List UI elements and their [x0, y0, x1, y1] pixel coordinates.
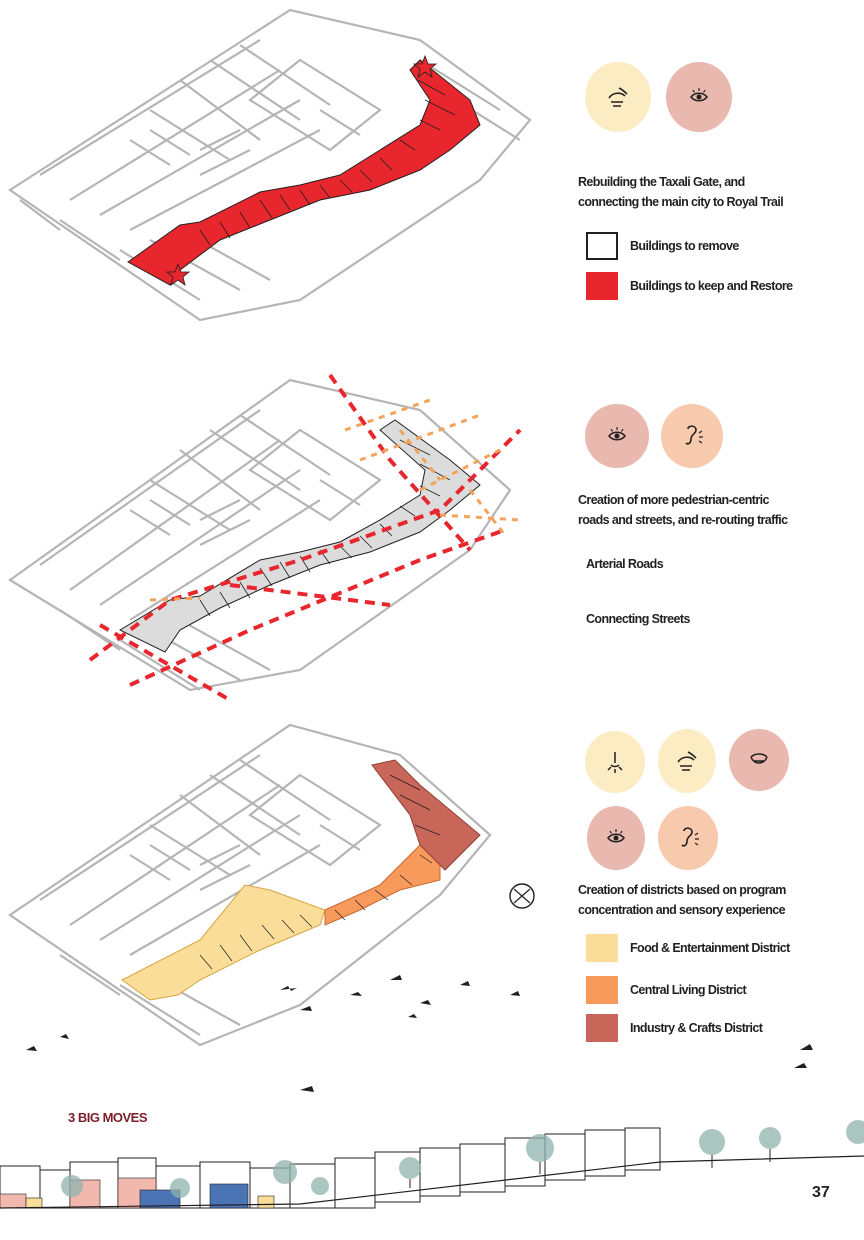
smell-icon: [598, 745, 632, 779]
sense-circle-sight: [666, 62, 732, 132]
sense-circle-sight: [585, 404, 649, 468]
hearing-icon: [675, 419, 709, 453]
legend-swatch-food: [586, 934, 618, 962]
page-number: 37: [812, 1184, 830, 1202]
sense-circle-touch: [585, 62, 651, 132]
legend-swatch-industry: [586, 1014, 618, 1042]
taste-icon: [742, 743, 776, 777]
legend-row-food: Food & Entertainment District: [586, 934, 790, 962]
move-1-caption: Rebuilding the Taxali Gate, and connecti…: [578, 172, 848, 212]
legend-label: Arterial Roads: [586, 557, 663, 571]
legend-row-connecting: Connecting Streets: [586, 612, 690, 626]
hearing-icon: [671, 821, 705, 855]
legend-label: Food & Entertainment District: [630, 941, 790, 955]
birds-silhouettes: [26, 975, 520, 1051]
move-2-caption: Creation of more pedestrian-centric road…: [578, 490, 848, 530]
legend-label: Connecting Streets: [586, 612, 690, 626]
sense-circle-hearing: [661, 404, 723, 468]
birds-silhouettes: [780, 1040, 840, 1080]
legend-row-keep: Buildings to keep and Restore: [586, 272, 793, 300]
legend-row-arterial: Arterial Roads: [586, 557, 663, 571]
birds-silhouettes: [290, 1080, 330, 1110]
sight-icon: [682, 80, 716, 114]
caption-line: connecting the main city to Royal Trail: [578, 192, 848, 212]
caption-line: concentration and sensory experience: [578, 900, 848, 920]
caption-line: roads and streets, and re-routing traffi…: [578, 510, 848, 530]
taxali-trail: [128, 60, 480, 285]
map-move-2: [0, 360, 560, 720]
arterial-roads: [90, 375, 520, 700]
context-streets: [10, 380, 510, 690]
legend-row-industry: Industry & Crafts District: [586, 1014, 762, 1042]
sense-circle-taste: [729, 729, 789, 791]
legend-row-remove: Buildings to remove: [586, 232, 739, 260]
sight-icon: [600, 419, 634, 453]
sense-circle-sight: [587, 806, 645, 870]
legend-label: Buildings to keep and Restore: [630, 279, 793, 293]
legend-label: Buildings to remove: [630, 239, 739, 253]
caption-line: Creation of districts based on program: [578, 880, 848, 900]
legend-label: Central Living District: [630, 983, 746, 997]
street-section-elevation: [0, 1118, 864, 1218]
legend-row-living: Central Living District: [586, 976, 746, 1004]
sense-circle-hearing: [658, 806, 718, 870]
legend-swatch-living: [586, 976, 618, 1004]
map-move-1: [0, 0, 560, 330]
sense-circle-touch: [658, 729, 716, 793]
touch-icon: [670, 744, 704, 778]
caption-line: Creation of more pedestrian-centric: [578, 490, 848, 510]
north-arrow-icon: [507, 881, 537, 911]
sight-icon: [599, 821, 633, 855]
sense-circle-smell: [585, 731, 645, 793]
context-streets: [10, 10, 530, 320]
caption-line: Rebuilding the Taxali Gate, and: [578, 172, 848, 192]
map-move-3: [0, 715, 560, 1055]
connecting-streets: [150, 400, 520, 600]
move-3-caption: Creation of districts based on program c…: [578, 880, 848, 920]
legend-swatch-keep: [586, 272, 618, 300]
touch-icon: [601, 80, 635, 114]
legend-swatch-remove: [586, 232, 618, 260]
legend-label: Industry & Crafts District: [630, 1021, 762, 1035]
